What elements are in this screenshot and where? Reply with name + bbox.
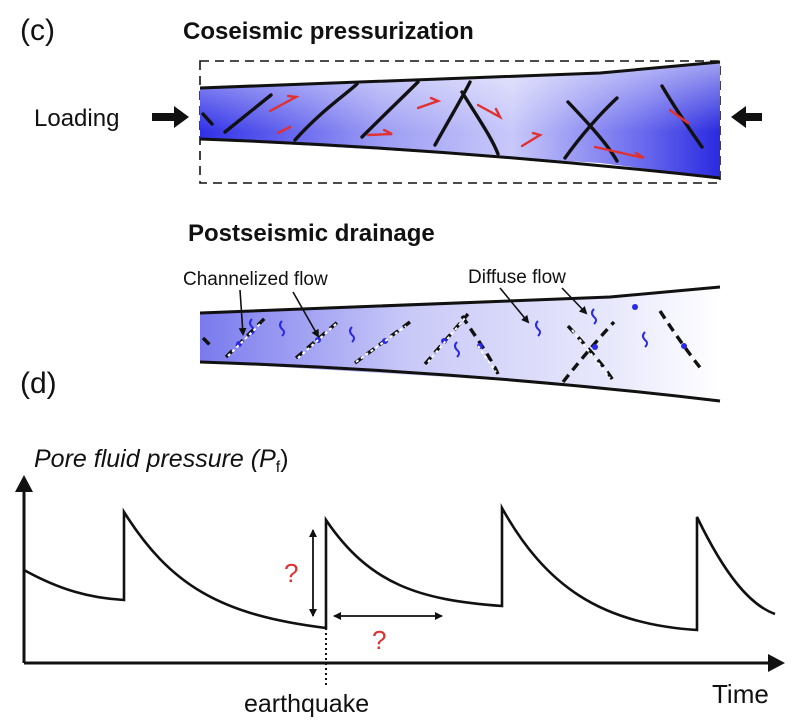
interval-question-mark: ? <box>372 625 386 655</box>
pore-pressure-curve <box>23 503 776 632</box>
drainage-panel: Postseismic drainage Channelized flow Di… <box>183 220 721 403</box>
loading-arrow-left-icon <box>152 106 189 128</box>
y-axis-label: Pore fluid pressure (Pf) <box>34 445 289 476</box>
y-axis-label-close: ) <box>280 445 288 473</box>
y-axis-label-sub: f <box>276 459 281 476</box>
x-axis-arrow-icon <box>768 654 785 672</box>
channelized-leader-1 <box>238 289 247 336</box>
diffuse-leader-2 <box>561 287 588 315</box>
diffuse-flow-label: Diffuse flow <box>468 267 566 288</box>
amplitude-question-mark: ? <box>284 558 298 588</box>
panel-c: (c) Coseismic pressurization <box>20 14 762 184</box>
y-axis-label-text: Pore fluid pressure ( <box>34 445 262 473</box>
fault-zone-bottom-boundary <box>199 137 721 180</box>
fault-zone-top-boundary <box>199 60 721 90</box>
y-axis-arrow-icon <box>15 475 33 492</box>
panel-c-label: (c) <box>20 14 55 47</box>
panel-c-title: Coseismic pressurization <box>183 18 474 45</box>
y-axis-label-symbol: P <box>259 445 276 473</box>
loading-label: Loading <box>34 105 119 132</box>
channelized-flow-label: Channelized flow <box>183 269 328 290</box>
drainage-title: Postseismic drainage <box>188 220 435 247</box>
earthquake-label: earthquake <box>244 690 369 718</box>
x-axis-label: Time <box>712 679 769 709</box>
drainage-zone-body <box>200 287 720 401</box>
loading-arrow-right-icon <box>731 106 762 128</box>
drainage-top-boundary <box>199 285 721 315</box>
drainage-bottom-boundary <box>199 360 721 403</box>
panel-d: (d) Pore fluid pressure (Pf) Time earthq… <box>15 367 785 718</box>
diffuse-leader-1 <box>499 287 530 324</box>
panel-d-label: (d) <box>20 367 57 400</box>
channelized-leader-2 <box>292 291 319 338</box>
diffuse-flow-arrows <box>249 308 648 358</box>
channel-flow-streaks <box>227 317 611 379</box>
slip-arrows <box>268 94 690 160</box>
